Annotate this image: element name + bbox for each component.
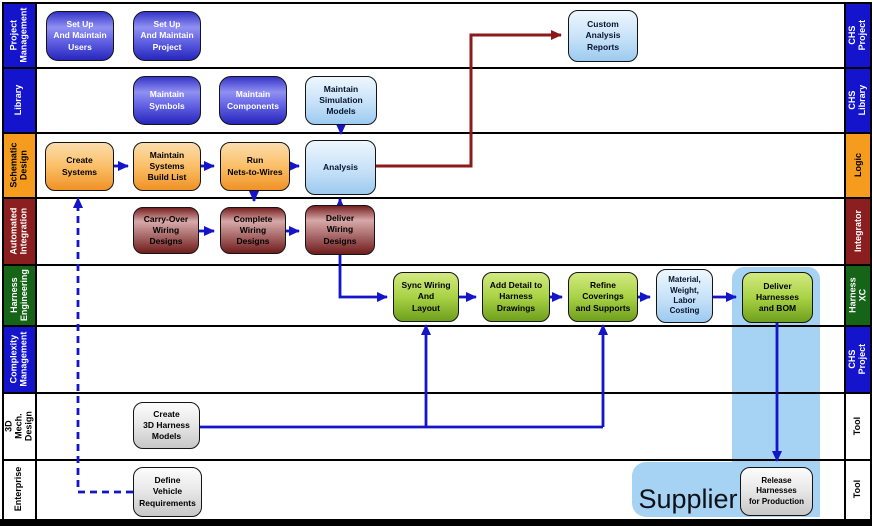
lane-left-automated-integration: Automated Integration <box>2 198 35 265</box>
lane-left-project-management-label: Project Management <box>8 7 29 63</box>
node-maintain-simulation-models: Maintain Simulation Models <box>305 76 377 125</box>
lane-right-chs-project-top: CHS Project <box>845 2 870 68</box>
lane-right-integrator: Integrator <box>845 198 870 265</box>
arrow-deliver-wiring-to-sync-wiring <box>338 255 388 302</box>
lane-right-tool-1: Tool <box>845 393 870 460</box>
lane-left-enterprise: Enterprise <box>2 460 35 518</box>
right-label-divider <box>844 2 846 519</box>
lane-right-chs-project-bottom: CHS Project <box>845 326 870 393</box>
lane-divider <box>2 325 870 327</box>
node-analysis: Analysis <box>305 140 376 195</box>
left-label-divider <box>35 2 37 519</box>
supplier-label: Supplier <box>638 483 738 514</box>
lane-right-chs-project-bottom-label: CHS Project <box>847 344 868 375</box>
node-setup-project: Set Up And Maintain Project <box>133 11 201 61</box>
node-deliver-wiring-designs: Deliver Wiring Designs <box>305 205 375 255</box>
node-define-vehicle-requirements: Define Vehicle Requirements <box>133 467 202 517</box>
node-maintain-symbols: Maintain Symbols <box>133 76 201 125</box>
lane-divider <box>2 197 870 199</box>
lane-left-complexity-management-label: Complexity Management <box>8 331 29 388</box>
node-run-nets-to-wires: Run Nets-to-Wires <box>220 142 290 191</box>
lane-left-project-management: Project Management <box>2 2 35 68</box>
lane-divider <box>2 459 870 461</box>
lane-left-enterprise-label: Enterprise <box>13 466 24 512</box>
node-complete-wiring-designs: Complete Wiring Designs <box>220 207 286 254</box>
lane-left-complexity-management: Complexity Management <box>2 326 35 393</box>
node-deliver-harnesses-and-bom: Deliver Harnesses and BOM <box>742 272 813 323</box>
node-sync-wiring-and-layout: Sync Wiring And Layout <box>393 272 459 322</box>
lane-left-3d-mech-design-label: 3D Mech. Design <box>3 411 34 442</box>
node-refine-coverings-and-supports: Refine Coverings and Supports <box>568 272 638 322</box>
lane-divider <box>2 264 870 266</box>
bottom-bar <box>0 519 872 526</box>
lane-right-harness-xc: Harness XC <box>845 265 870 326</box>
lane-right-tool-1-label: Tool <box>852 417 863 436</box>
lane-left-library-label: Library <box>13 85 24 116</box>
lane-left-harness-engineering: Harness Engineering <box>2 265 35 326</box>
lane-divider <box>2 132 870 134</box>
lane-divider <box>2 67 870 69</box>
lane-right-chs-library-label: CHS Library <box>847 85 868 116</box>
node-create-systems: Create Systems <box>45 142 114 191</box>
lane-right-harness-xc-label: Harness XC <box>847 277 868 314</box>
lane-left-schematic-design: Schematic Design <box>2 133 35 198</box>
lane-left-automated-integration-label: Automated Integration <box>8 208 29 255</box>
node-add-detail-to-harness-drawings: Add Detail to Harness Drawings <box>482 272 550 322</box>
lane-left-library: Library <box>2 68 35 133</box>
lane-right-integrator-label: Integrator <box>852 210 863 253</box>
node-carry-over-wiring-designs: Carry-Over Wiring Designs <box>133 207 199 254</box>
node-material-weight-labor-costing: Material, Weight, Labor Costing <box>656 269 713 323</box>
lane-right-logic: Logic <box>845 133 870 198</box>
lane-left-schematic-design-label: Schematic Design <box>8 142 29 189</box>
lane-right-tool-2-label: Tool <box>852 479 863 499</box>
node-release-harnesses-for-production: Release Harnesses for Production <box>740 467 813 516</box>
node-custom-analysis-reports: Custom Analysis Reports <box>568 10 638 62</box>
node-maintain-systems-build-list: Maintain Systems Build List <box>133 142 201 191</box>
arrow-define-vehicle-to-create-systems-dashed <box>73 197 133 494</box>
lane-right-logic-label: Logic <box>852 153 863 178</box>
lane-left-harness-engineering-label: Harness Engineering <box>8 269 29 322</box>
node-create-3d-harness-models: Create 3D Harness Models <box>133 402 200 449</box>
lane-right-tool-2: Tool <box>845 460 870 518</box>
node-setup-users: Set Up And Maintain Users <box>46 11 114 61</box>
node-maintain-components: Maintain Components <box>219 76 287 125</box>
lane-left-3d-mech-design: 3D Mech. Design <box>2 393 35 460</box>
arrow-analysis-to-custom-reports <box>376 30 562 168</box>
lane-right-chs-project-top-label: CHS Project <box>847 19 868 51</box>
lane-divider <box>2 392 870 394</box>
lane-right-chs-library: CHS Library <box>845 68 870 133</box>
